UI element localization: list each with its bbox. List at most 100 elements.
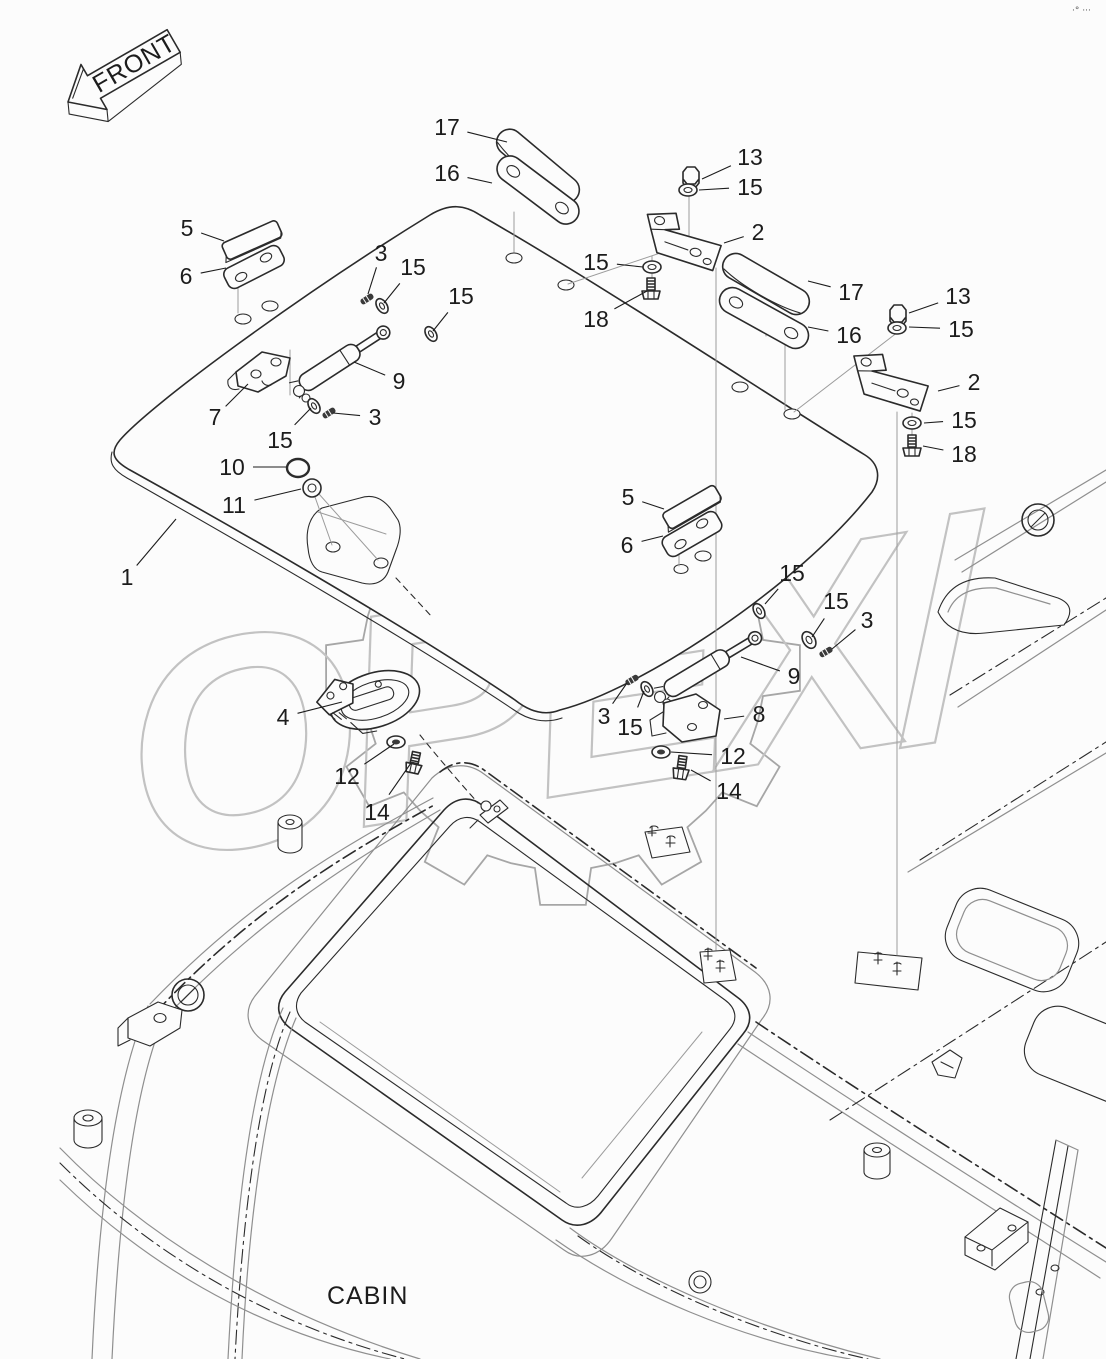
callout-2: 2 — [752, 219, 765, 245]
leader-line — [467, 131, 508, 143]
washer-11 — [302, 478, 322, 498]
callout-13: 13 — [737, 144, 763, 170]
callout-6: 6 — [621, 532, 634, 558]
leader-line — [200, 232, 225, 242]
leader-line — [383, 283, 401, 304]
leader-line — [723, 236, 744, 244]
callout-9: 9 — [788, 663, 801, 689]
washer-15 — [752, 602, 766, 620]
pin-3 — [360, 293, 374, 305]
callout-6: 6 — [180, 263, 193, 289]
plate-16 — [718, 286, 810, 350]
callout-15: 15 — [951, 407, 977, 433]
leader-line — [723, 715, 745, 720]
leader-line — [254, 488, 302, 501]
callout-3: 3 — [861, 607, 874, 633]
leader-line — [740, 656, 781, 672]
callout-15: 15 — [448, 283, 474, 309]
pin-3 — [625, 674, 639, 686]
callout-4: 4 — [277, 704, 290, 730]
leader-line — [908, 326, 941, 329]
stud-plate — [854, 951, 923, 991]
leader-line — [807, 280, 831, 288]
leader-line — [364, 743, 395, 765]
callout-15: 15 — [948, 316, 974, 342]
leader-line — [764, 588, 779, 605]
callout-17: 17 — [434, 114, 460, 140]
leader-line — [670, 751, 713, 756]
pad-5 — [662, 484, 722, 533]
leader-line — [200, 267, 227, 274]
pin-3 — [819, 646, 833, 658]
washer-12 — [651, 745, 671, 759]
leader-line — [690, 769, 711, 782]
washer-15 — [640, 680, 654, 698]
leader-line — [297, 701, 343, 714]
front-label: FRONT — [88, 29, 181, 99]
leader-line — [612, 682, 628, 705]
leader-line — [614, 290, 648, 310]
washer-15 — [678, 183, 698, 197]
leader-line — [641, 535, 664, 542]
callout-15: 15 — [267, 427, 293, 453]
leader-line — [367, 267, 377, 295]
gas-spring-9 — [653, 630, 763, 705]
callout-3: 3 — [369, 404, 382, 430]
latch-striker — [469, 799, 509, 829]
callout-3: 3 — [598, 703, 611, 729]
bushing — [863, 1142, 891, 1180]
pad-17 — [721, 252, 811, 316]
callout-17: 17 — [838, 279, 864, 305]
callout-15: 15 — [400, 254, 426, 280]
plate-6 — [222, 244, 286, 290]
grommet — [688, 1270, 712, 1294]
bolt-18 — [641, 277, 661, 300]
leader-line — [922, 445, 944, 451]
plate-6 — [661, 510, 723, 558]
stud-plate — [699, 947, 737, 984]
callout-18: 18 — [951, 441, 977, 467]
corner-mark: ·° ··· — [1072, 6, 1091, 16]
callout-15: 15 — [823, 588, 849, 614]
leader-line — [698, 187, 730, 191]
callout-15: 15 — [737, 174, 763, 200]
bolt-14 — [672, 754, 690, 781]
leader-line — [432, 312, 449, 332]
leader-line — [642, 501, 665, 510]
leader-line — [294, 407, 312, 426]
bushing — [277, 814, 303, 854]
callout-8: 8 — [753, 701, 766, 727]
leader-line — [388, 762, 412, 796]
callout-10: 10 — [219, 454, 245, 480]
leader-line — [467, 177, 493, 184]
pin-3 — [322, 407, 336, 419]
callout-5: 5 — [622, 484, 635, 510]
callout-14: 14 — [364, 799, 390, 825]
callout-1: 1 — [121, 564, 134, 590]
grommet — [171, 978, 205, 1012]
callout-15: 15 — [617, 714, 643, 740]
stud-plate — [644, 825, 691, 859]
washer-15 — [642, 260, 662, 274]
leader-line — [937, 385, 960, 392]
leader-line — [831, 629, 856, 650]
cabin-structure — [59, 469, 1106, 1359]
bushing — [73, 1109, 103, 1149]
pillar-bracket — [117, 1001, 183, 1047]
washer-15 — [887, 321, 907, 335]
front-arrow: FRONT — [67, 29, 182, 123]
leader-line — [616, 263, 644, 268]
callout-13: 13 — [945, 283, 971, 309]
parts — [221, 128, 929, 781]
leader-line — [353, 361, 386, 376]
cabin-label: CABIN — [327, 1282, 408, 1310]
leader-line — [332, 412, 361, 417]
callout-7: 7 — [209, 404, 222, 430]
callout-14: 14 — [716, 778, 742, 804]
callout-3: 3 — [375, 240, 388, 266]
leader-line — [923, 421, 944, 424]
roof-panel — [110, 205, 879, 722]
callout-leader-lines — [136, 131, 960, 796]
